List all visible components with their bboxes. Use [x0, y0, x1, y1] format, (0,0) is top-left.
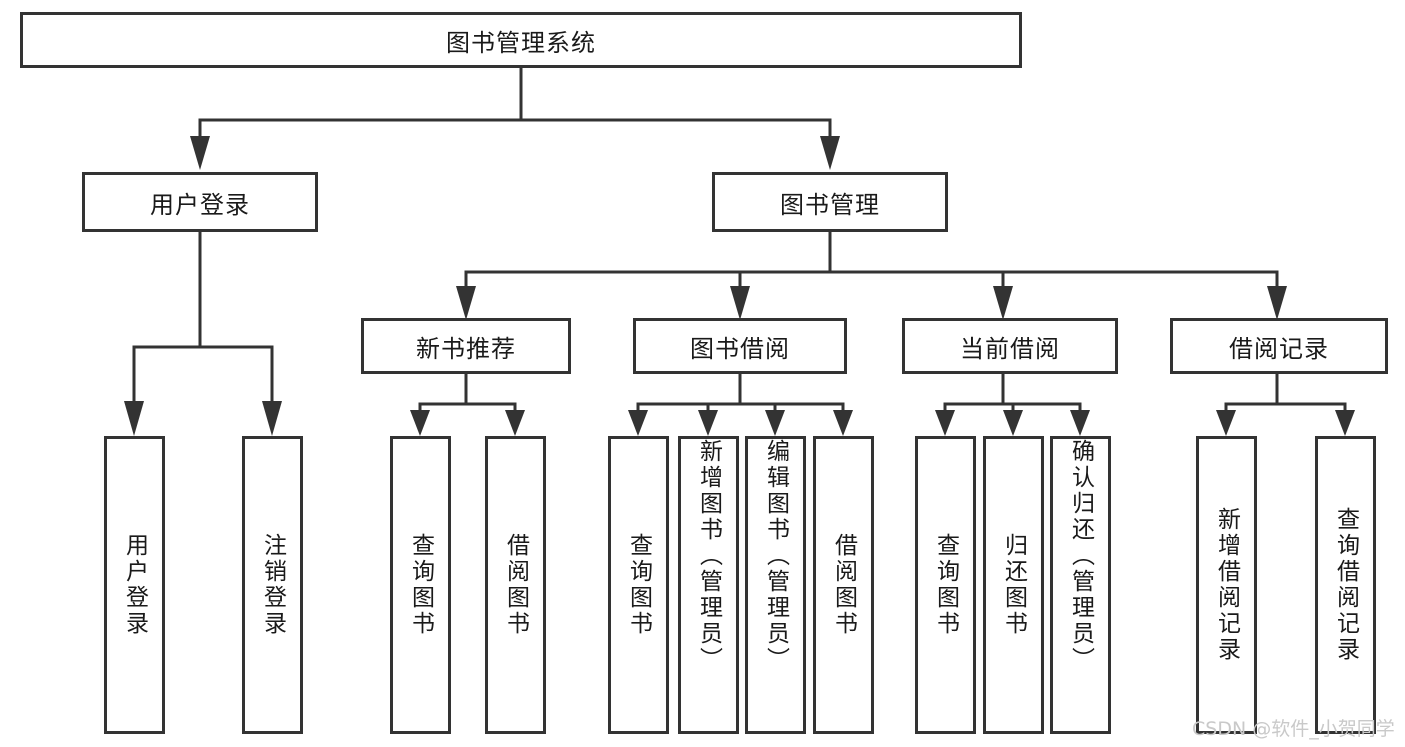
node-leaf-add-book-label: 新增图书（管理员） [695, 439, 722, 673]
arrow-leaf-user-login [124, 401, 144, 436]
edge-book-manage-to-level3 [456, 230, 1287, 320]
node-leaf-borrow-book-2-label: 借阅图书 [830, 533, 857, 637]
arrow-leaf-query-record [1335, 410, 1355, 436]
edge-root-to-level2 [190, 66, 840, 170]
arrow-book-borrow [730, 286, 750, 320]
arrow-book-manage [820, 136, 840, 170]
node-leaf-user-login[interactable]: 用户登录 [104, 436, 165, 734]
node-leaf-query-book-1[interactable]: 查询图书 [390, 436, 451, 734]
node-root-label: 图书管理系统 [446, 28, 596, 57]
node-leaf-user-login-label: 用户登录 [121, 533, 148, 637]
node-leaf-query-book-2[interactable]: 查询图书 [608, 436, 669, 734]
arrow-new-book-recommend [456, 286, 476, 320]
node-leaf-borrow-book-2[interactable]: 借阅图书 [813, 436, 874, 734]
node-leaf-logout-login[interactable]: 注销登录 [242, 436, 303, 734]
arrow-leaf-borrow-book-1 [505, 410, 525, 436]
node-leaf-return-book-label: 归还图书 [1000, 533, 1027, 637]
arrow-current-borrow [993, 286, 1013, 320]
edge-new-book-to-leaves [410, 372, 525, 436]
edge-borrow-record-to-leaves [1216, 372, 1355, 436]
node-current-borrow[interactable]: 当前借阅 [902, 318, 1118, 374]
arrow-user-login [190, 136, 210, 170]
node-leaf-query-record[interactable]: 查询借阅记录 [1315, 436, 1376, 734]
node-leaf-add-book[interactable]: 新增图书（管理员） [678, 436, 739, 734]
node-book-manage-label: 图书管理 [780, 190, 880, 219]
node-leaf-edit-book[interactable]: 编辑图书（管理员） [745, 436, 806, 734]
node-borrow-record[interactable]: 借阅记录 [1170, 318, 1388, 374]
node-leaf-confirm-return-label: 确认归还（管理员） [1067, 439, 1094, 673]
node-leaf-return-book[interactable]: 归还图书 [983, 436, 1044, 734]
node-leaf-borrow-book-1-label: 借阅图书 [502, 533, 529, 637]
edge-current-borrow-to-leaves [935, 372, 1090, 436]
arrow-leaf-query-book-1 [410, 410, 430, 436]
node-leaf-edit-book-label: 编辑图书（管理员） [762, 439, 789, 673]
edge-book-borrow-to-leaves [628, 372, 853, 436]
node-book-borrow[interactable]: 图书借阅 [633, 318, 847, 374]
node-leaf-add-record[interactable]: 新增借阅记录 [1196, 436, 1257, 734]
arrow-leaf-borrow-book-2 [833, 410, 853, 436]
arrow-leaf-add-record [1216, 410, 1236, 436]
node-book-manage[interactable]: 图书管理 [712, 172, 948, 232]
node-leaf-query-book-1-label: 查询图书 [407, 533, 434, 637]
node-leaf-query-book-3-label: 查询图书 [932, 533, 959, 637]
node-new-book-recommend-label: 新书推荐 [416, 334, 516, 363]
arrow-leaf-logout [262, 401, 282, 436]
node-borrow-record-label: 借阅记录 [1229, 334, 1329, 363]
node-leaf-query-book-3[interactable]: 查询图书 [915, 436, 976, 734]
edge-user-login-to-leaves [124, 230, 282, 436]
node-current-borrow-label: 当前借阅 [960, 334, 1060, 363]
node-user-login-label: 用户登录 [150, 190, 250, 219]
node-new-book-recommend[interactable]: 新书推荐 [361, 318, 571, 374]
arrow-leaf-query-book-2 [628, 410, 648, 436]
arrow-leaf-add-book [698, 410, 718, 436]
arrow-leaf-confirm-return [1070, 410, 1090, 436]
node-leaf-confirm-return[interactable]: 确认归还（管理员） [1050, 436, 1111, 734]
arrow-borrow-record [1267, 286, 1287, 320]
node-root[interactable]: 图书管理系统 [20, 12, 1022, 68]
node-leaf-query-book-2-label: 查询图书 [625, 533, 652, 637]
arrow-leaf-return-book [1003, 410, 1023, 436]
arrow-leaf-edit-book [765, 410, 785, 436]
arrow-leaf-query-book-3 [935, 410, 955, 436]
node-leaf-borrow-book-1[interactable]: 借阅图书 [485, 436, 546, 734]
node-user-login[interactable]: 用户登录 [82, 172, 318, 232]
node-leaf-add-record-label: 新增借阅记录 [1213, 507, 1240, 663]
node-leaf-logout-login-label: 注销登录 [259, 533, 286, 637]
node-leaf-query-record-label: 查询借阅记录 [1332, 507, 1359, 663]
node-book-borrow-label: 图书借阅 [690, 334, 790, 363]
